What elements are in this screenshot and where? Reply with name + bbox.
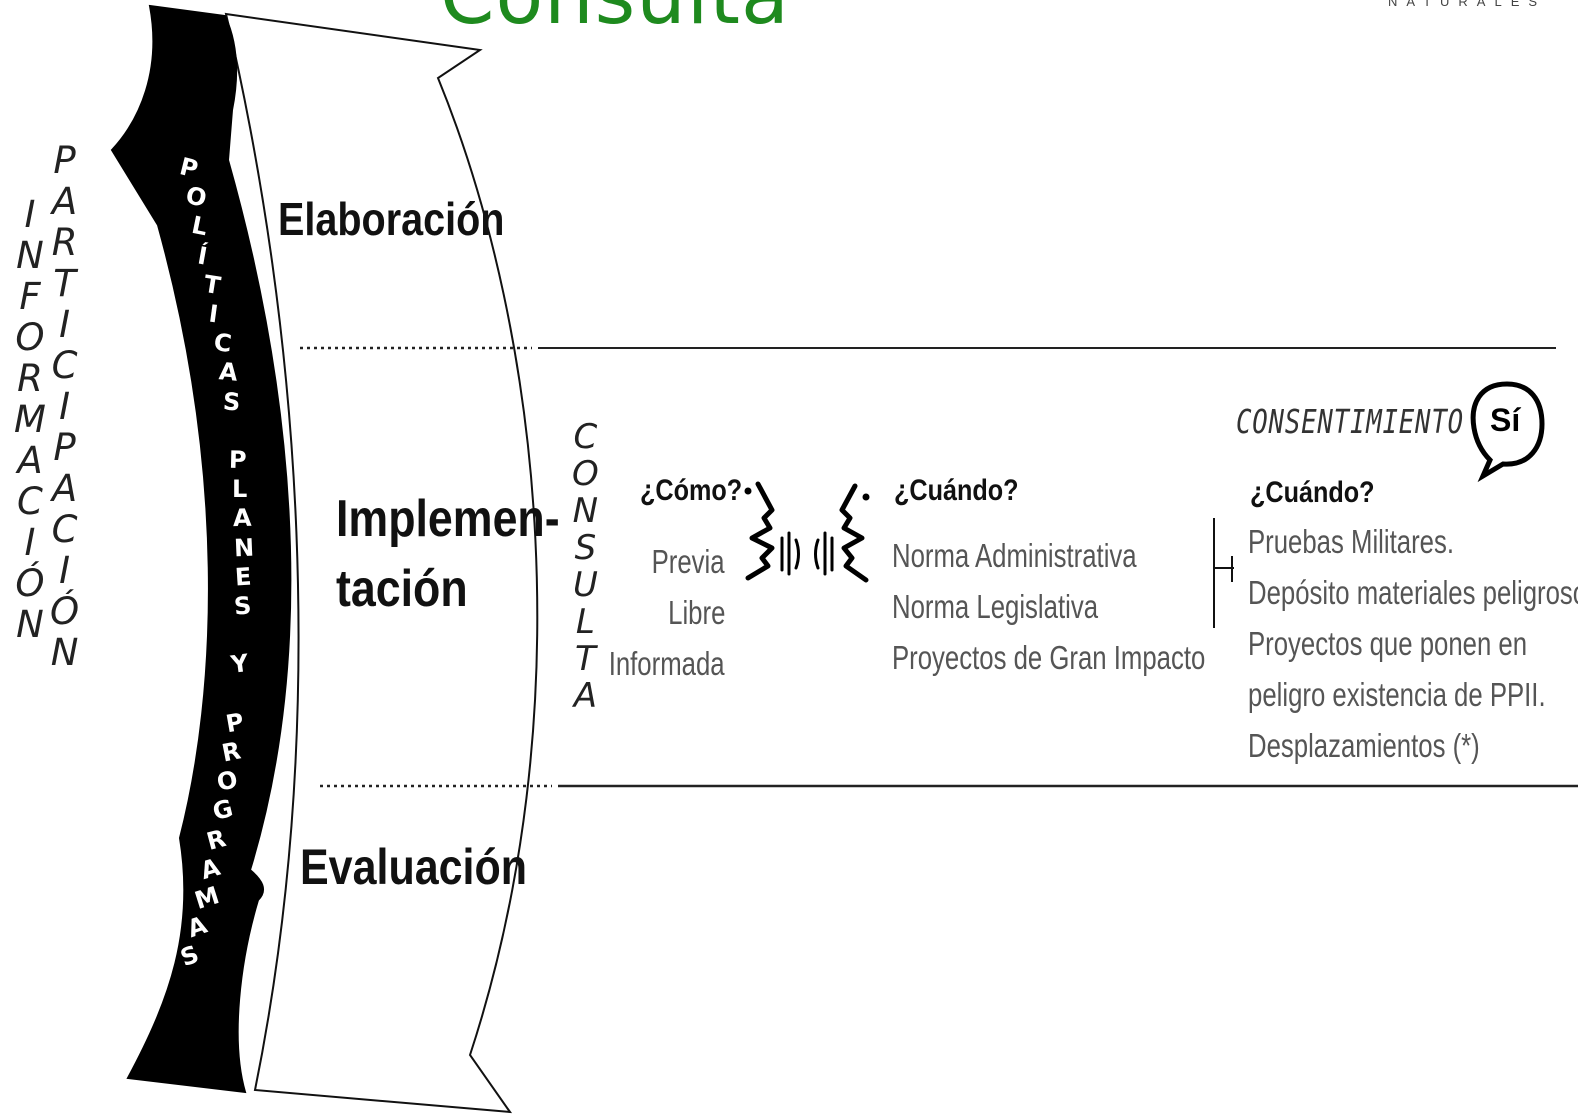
cuando-item-norma-administrativa: Norma Administrativa bbox=[892, 537, 1137, 574]
participacion-letter: I bbox=[59, 303, 71, 346]
arrow-letter: A bbox=[233, 504, 253, 533]
arrow-letter: S bbox=[221, 387, 241, 417]
cycle-arrow-shape bbox=[110, 4, 292, 1094]
participacion-letter: C bbox=[51, 508, 78, 551]
consent-bracket bbox=[1213, 518, 1234, 628]
informacion-letter: C bbox=[17, 480, 43, 523]
phase-implementacion-line1: Implemen- bbox=[336, 490, 560, 548]
phase-evaluacion: Evaluación bbox=[300, 839, 528, 895]
como-item-libre: Libre bbox=[667, 594, 725, 631]
consulta-letter: T bbox=[574, 639, 596, 679]
informacion-letter: A bbox=[17, 439, 43, 482]
participacion-letter: I bbox=[59, 549, 71, 592]
como-item-informada: Informada bbox=[609, 645, 725, 682]
curved-band-outline bbox=[224, 12, 539, 1114]
arrow-letter: P bbox=[228, 445, 248, 475]
arrow-letter: S bbox=[233, 591, 253, 621]
page-title: Consulta bbox=[440, 0, 790, 42]
consulta-letter: S bbox=[574, 528, 597, 568]
arrow-letter: L bbox=[231, 475, 247, 504]
arrow-letter: C bbox=[212, 328, 234, 359]
informacion-letter: I bbox=[24, 521, 36, 564]
consent-item-deposito-materiales: Depósito materiales peligrosos. bbox=[1248, 574, 1578, 611]
speech-bubble-badge-text: Sí bbox=[1490, 402, 1521, 438]
consulta-letter: L bbox=[575, 602, 595, 642]
arrow-letter: P bbox=[223, 707, 246, 739]
participacion-letter: Ó bbox=[50, 590, 80, 633]
cuando-item-norma-legislativa: Norma Legislativa bbox=[892, 588, 1099, 625]
informacion-letter: I bbox=[24, 193, 36, 236]
informacion-letter: Ó bbox=[15, 562, 45, 605]
participacion-letter: R bbox=[51, 221, 78, 264]
participacion-letter: P bbox=[53, 139, 76, 182]
consulta-letter: N bbox=[572, 491, 599, 531]
consent-item-pruebas-militares: Pruebas Militares. bbox=[1248, 523, 1455, 560]
consulta-letter: U bbox=[572, 565, 598, 605]
listening-head-icon bbox=[814, 483, 870, 583]
consent-item-proyectos-peligro-1: Proyectos que ponen en bbox=[1248, 625, 1528, 662]
consent-item-proyectos-peligro-2: peligro existencia de PPII. bbox=[1248, 676, 1546, 713]
consentimiento-label: CONSENTIMIENTO bbox=[1236, 402, 1464, 441]
participacion-letter: A bbox=[51, 180, 78, 223]
consent-item-desplazamientos: Desplazamientos (*) bbox=[1248, 727, 1480, 764]
arrow-letter: A bbox=[217, 357, 239, 388]
consulta-cuando-heading: ¿Cuándo? bbox=[894, 474, 1019, 507]
arrow-letter: N bbox=[233, 533, 255, 563]
consulta-letter: O bbox=[572, 454, 599, 494]
participacion-letter: T bbox=[53, 262, 76, 305]
informacion-letter: R bbox=[17, 357, 43, 400]
speech-bubble-icon bbox=[1470, 381, 1545, 483]
consentimiento-cuando-heading: ¿Cuándo? bbox=[1250, 476, 1375, 509]
participacion-letter: A bbox=[51, 467, 78, 510]
cuando-item-proyectos-gran-impacto: Proyectos de Gran Impacto bbox=[892, 639, 1206, 676]
participacion-letter: P bbox=[53, 426, 76, 469]
consulta-letter: A bbox=[573, 676, 598, 716]
logo-text: NATURALES bbox=[1388, 0, 1547, 9]
informacion-letter: F bbox=[19, 275, 41, 318]
phase-implementacion-line2: tación bbox=[336, 560, 468, 618]
como-heading: ¿Cómo? bbox=[640, 474, 743, 507]
arrow-letter: Y bbox=[229, 649, 251, 680]
informacion-letter: N bbox=[16, 603, 44, 646]
participacion-letter: N bbox=[50, 631, 79, 674]
como-item-previa: Previa bbox=[652, 543, 725, 580]
participacion-letter: I bbox=[59, 385, 71, 428]
speaking-head-icon bbox=[744, 481, 800, 581]
consulta-letter: C bbox=[573, 417, 598, 457]
informacion-letter: O bbox=[15, 316, 45, 359]
phase-elaboracion: Elaboración bbox=[278, 193, 505, 245]
informacion-letter: M bbox=[14, 398, 46, 441]
arrow-letter: E bbox=[233, 562, 252, 592]
participacion-letter: C bbox=[51, 344, 78, 387]
informacion-letter: N bbox=[16, 234, 44, 277]
arrow-letter: T bbox=[201, 269, 223, 300]
